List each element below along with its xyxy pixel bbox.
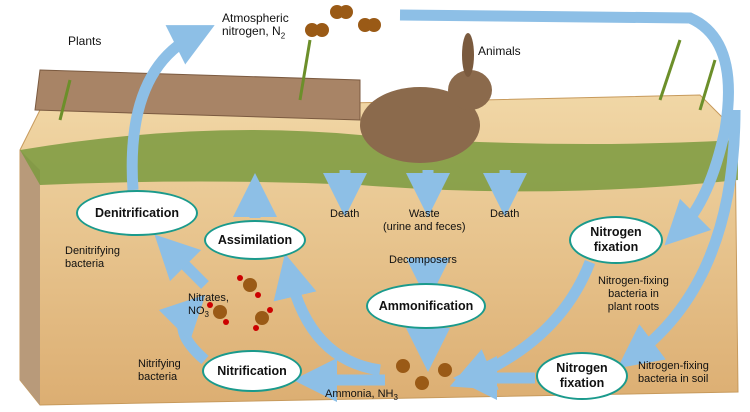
label-decomposers: Decomposers: [389, 254, 457, 266]
process-ammonification: Ammonification: [366, 283, 486, 329]
log: [34, 69, 361, 121]
label-death-right: Death: [490, 208, 520, 220]
label-plants: Plants: [68, 34, 102, 48]
grass: [20, 130, 738, 192]
nitrate-molecules: [207, 275, 273, 331]
process-denitrification: Denitrification: [76, 190, 198, 236]
soil-side: [20, 150, 40, 405]
rabbit: [360, 33, 492, 163]
cycle-arrows: [126, 9, 741, 402]
arrow-nitrates-to-denitrification: [154, 234, 209, 289]
label-waste: Waste(urine and feces): [383, 208, 466, 233]
process-nitrification: Nitrification: [202, 350, 302, 392]
label-nitrates: Nitrates,NO3: [188, 292, 229, 320]
label-ammonia: Ammonia, NH3: [325, 388, 398, 403]
n2-molecules: [305, 5, 381, 37]
arrow-ammonia-to-assimilation: [273, 253, 381, 376]
label-death-left: Death: [330, 208, 360, 220]
label-animals: Animals: [478, 44, 521, 58]
process-assimilation: Assimilation: [204, 220, 306, 260]
arrow-denitrification-to-atmosphere: [126, 25, 215, 191]
arrow-atmosphere-to-soil-fixation: [617, 109, 741, 369]
arrow-nitrification-up: [158, 294, 209, 365]
arrow-atmosphere-to-fixation: [399, 9, 734, 246]
